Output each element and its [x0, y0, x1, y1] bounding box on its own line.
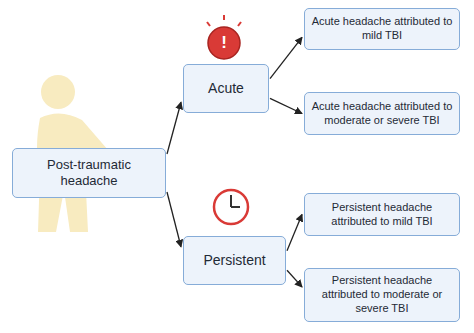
node-text: Acute headache attributed to mild TBI [311, 15, 453, 43]
node-text: Persistent [203, 252, 265, 270]
alert-icon [207, 15, 241, 59]
leaf-box: Acute headache attributed to moderate or… [304, 92, 460, 135]
arrow-connector [167, 102, 181, 154]
node-text: Post-traumatic headache [19, 157, 159, 190]
root-box: Post-traumatic headache [12, 148, 166, 198]
arrow-connector [270, 98, 302, 113]
node-text: Persistent headache attributed to mild T… [311, 201, 453, 229]
node-text: Acute [208, 80, 244, 98]
arrow-connector [270, 37, 302, 78]
node-text: Acute headache attributed to moderate or… [311, 100, 453, 128]
alert-symbol: ! [214, 33, 234, 53]
arrow-connector [167, 192, 181, 247]
leaf-box: Acute headache attributed to mild TBI [304, 8, 460, 50]
clock-icon [214, 190, 248, 224]
category-box: Persistent [183, 236, 286, 285]
leaf-box: Persistent headache attributed to mild T… [304, 193, 460, 236]
arrow-connector [287, 270, 302, 287]
arrow-connector [287, 215, 302, 251]
category-box: Acute [183, 64, 269, 113]
leaf-box: Persistent headache attributed to modera… [304, 268, 460, 322]
node-text: Persistent headache attributed to modera… [311, 274, 453, 315]
